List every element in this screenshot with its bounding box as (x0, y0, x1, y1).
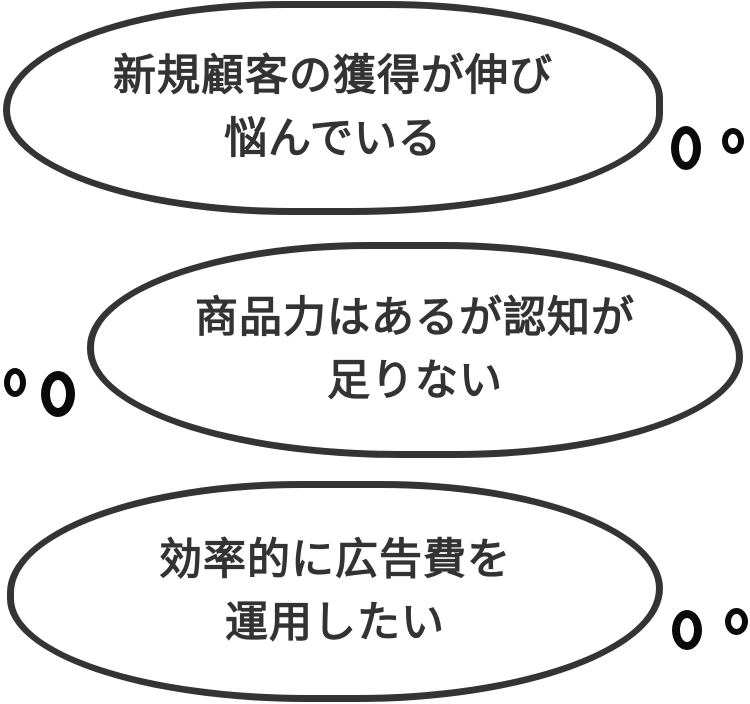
thought-bubble-new-customers: 新規顧客の獲得が伸び 悩んでいる (3, 1, 663, 215)
thought-bubble-product-awareness: 商品力はあるが認知が 足りない (87, 242, 743, 458)
thought-dot-large-icon (671, 126, 701, 170)
thought-dot-large-icon (41, 371, 75, 417)
bubble-text-line: 足りない (327, 357, 503, 405)
thought-dot-small-icon (4, 368, 26, 397)
bubble-text-line: 悩んでいる (224, 115, 442, 163)
thought-dot-small-icon (722, 128, 744, 154)
bubble-text-line: 効率的に広告費を (159, 535, 511, 584)
thought-dot-large-icon (672, 610, 702, 650)
thought-dot-small-icon (725, 608, 748, 635)
bubble-text-line: 商品力はあるが認知が (195, 294, 635, 342)
thought-bubble-ad-budget: 効率的に広告費を 運用したい (7, 481, 663, 702)
bubble-text-line: 運用したい (225, 598, 445, 647)
bubble-text-line: 新規顧客の獲得が伸び (113, 52, 553, 100)
